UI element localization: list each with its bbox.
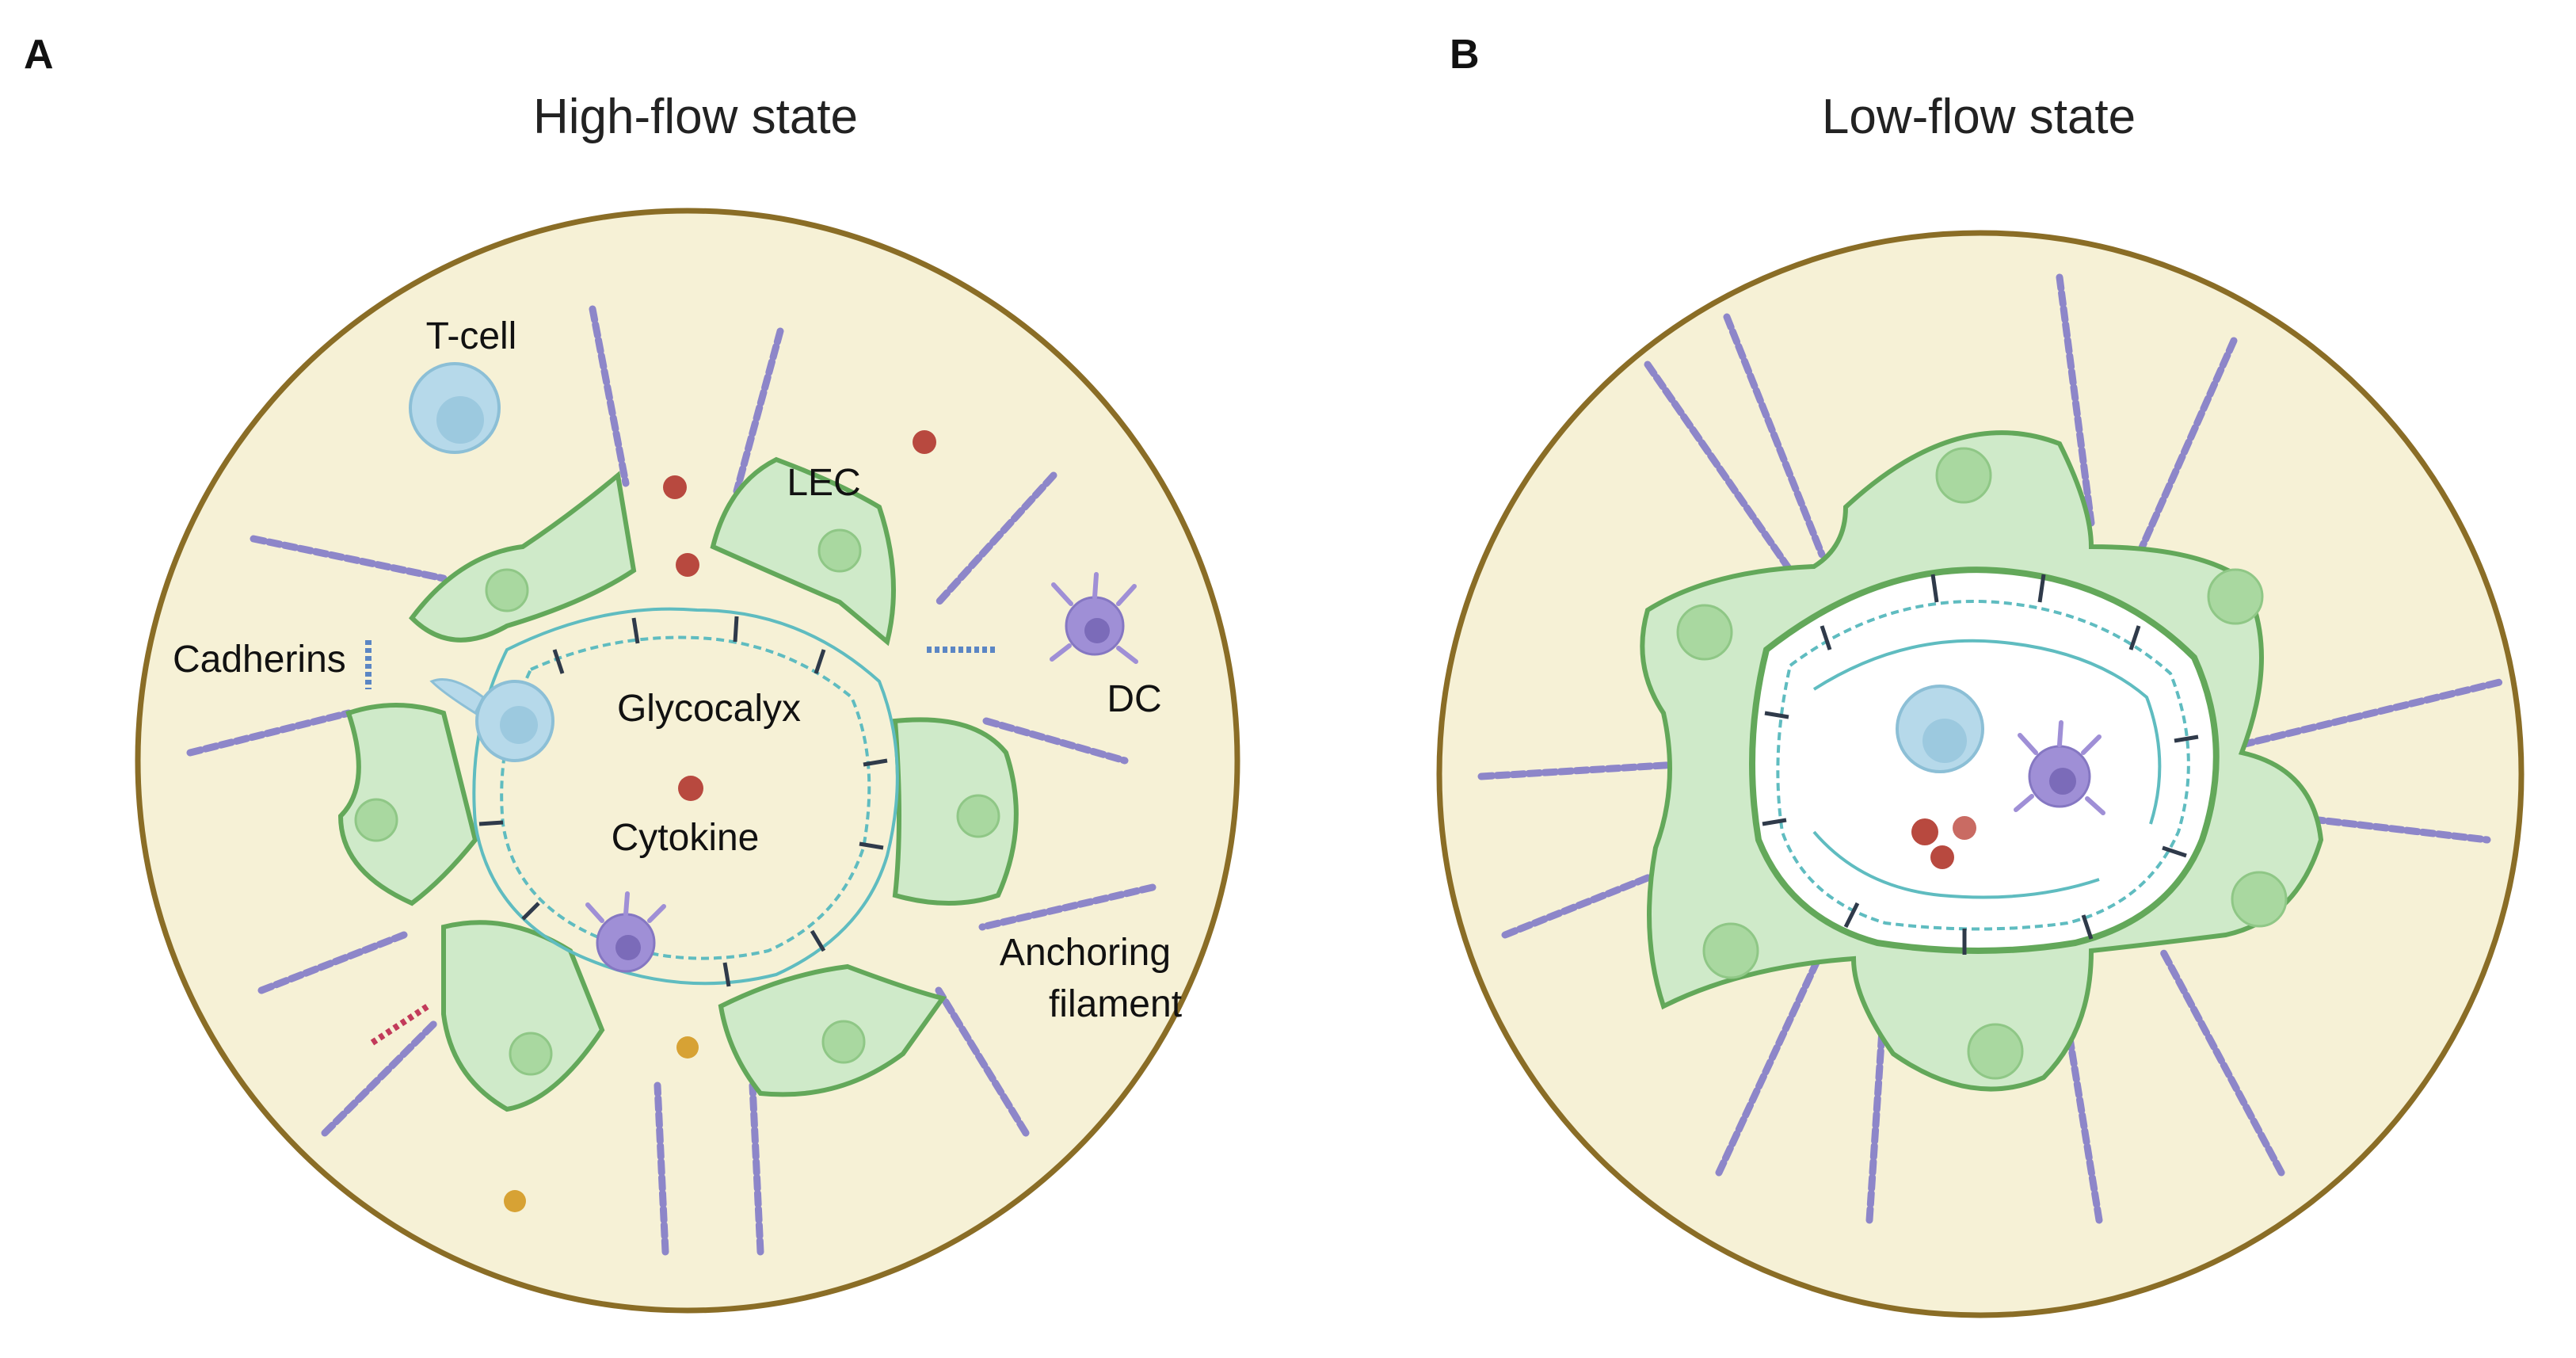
dendritic-cell-migrating-a <box>585 891 666 973</box>
anchoring-filaments-a <box>186 305 1157 1256</box>
panel-a-letter: A <box>24 32 54 78</box>
label-lec: LEC <box>787 462 860 504</box>
glycocalyx-a <box>472 607 899 986</box>
lec-cells-a <box>337 456 1019 1112</box>
label-dc: DC <box>1107 678 1161 720</box>
dendritic-cell-b <box>2014 720 2105 815</box>
dendritic-cell-a <box>1050 572 1138 664</box>
lumen-b <box>1749 566 2220 954</box>
label-glycocalyx: Glycocalyx <box>617 688 801 730</box>
cadherin-junctions-b <box>1762 574 2199 955</box>
label-cytokine: Cytokine <box>612 817 760 859</box>
lec-nuclei-a <box>354 528 1000 1076</box>
label-anchoring-line1: Anchoring <box>1000 932 1171 974</box>
panel-b-letter: B <box>1450 32 1480 78</box>
t-cell-b <box>1896 685 1984 773</box>
glycocalyx-b <box>1776 600 2190 931</box>
cytokines-a <box>663 430 936 801</box>
cytokines-b <box>1911 816 1976 869</box>
t-cell-migrating-a <box>429 678 554 762</box>
panel-a-title: High-flow state <box>533 90 858 144</box>
lec-nuclei-b <box>1676 447 2288 1080</box>
cadherin-markers-a <box>365 640 998 1046</box>
vessel-cross-section-a <box>135 208 1240 1314</box>
label-cadherins: Cadherins <box>173 639 346 681</box>
panel-a: A High-flow state <box>24 32 1240 1314</box>
label-t-cell: T-cell <box>426 315 517 357</box>
panel-b-title: Low-flow state <box>1822 90 2136 144</box>
panel-b: B Low-flow state <box>1436 32 2525 1318</box>
t-cell-a <box>409 362 501 454</box>
particles-orange-a <box>504 1036 699 1212</box>
label-anchoring-line2: filament <box>1049 983 1182 1025</box>
